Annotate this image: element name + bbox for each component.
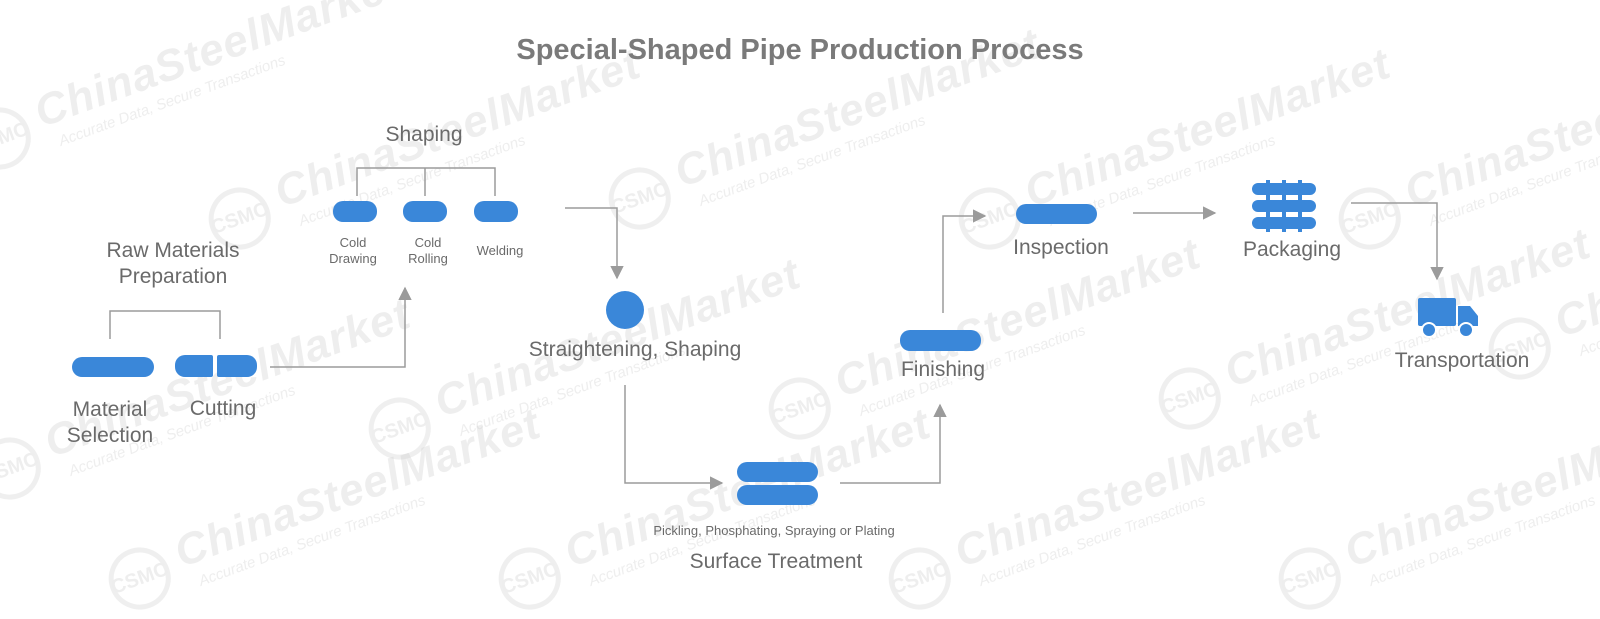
straightening-icon (606, 291, 644, 329)
step-label-straightening: Straightening, Shaping (528, 338, 742, 361)
step-label-cold-rolling: Cold Rolling (408, 235, 448, 267)
step-label-surface-treatment: Surface Treatment (689, 550, 863, 573)
surface-treatment-icon-bottom (737, 485, 818, 505)
surface-treatment-icon-top (737, 462, 818, 482)
arrow-surface-to-finishing (840, 403, 947, 484)
step-label-welding: Welding (476, 243, 524, 258)
raw-materials-bracket (109, 310, 221, 339)
pipe-bundle-icon (1252, 180, 1316, 232)
group-label-shaping: Shaping (385, 123, 463, 146)
finishing-icon (900, 330, 981, 351)
arrow-cutting-to-shaping (270, 286, 412, 368)
group-label-raw-materials: Raw Materials Preparation (106, 239, 240, 289)
cold-drawing-icon (333, 201, 377, 222)
cold-rolling-icon (403, 201, 447, 222)
arrow-shaping-to-straightening (565, 207, 624, 280)
arrow-packaging-to-transportation (1351, 202, 1444, 281)
welding-icon (474, 201, 518, 222)
step-detail-surface-treatment: Pickling, Phosphating, Spraying or Plati… (653, 523, 895, 538)
flow-connectors (109, 167, 1444, 490)
inspection-icon (1016, 204, 1097, 224)
step-label-transportation: Transportation (1394, 349, 1530, 372)
step-label-material-selection: Material Selection (66, 398, 154, 448)
step-label-finishing: Finishing (900, 358, 986, 381)
step-label-packaging: Packaging (1242, 238, 1342, 261)
step-label-cutting: Cutting (189, 397, 257, 420)
arrow-finishing-to-inspection (942, 209, 987, 313)
diagram-title: Special-Shaped Pipe Production Process (516, 34, 1084, 66)
arrow-straightening-to-surface (624, 385, 724, 490)
material-selection-icon (72, 357, 154, 377)
step-label-cold-drawing: Cold Drawing (329, 235, 377, 267)
shaping-bracket (356, 167, 496, 196)
truck-icon (1418, 298, 1478, 338)
step-label-inspection: Inspection (1013, 236, 1109, 259)
cut-pipe-icon (175, 355, 257, 377)
